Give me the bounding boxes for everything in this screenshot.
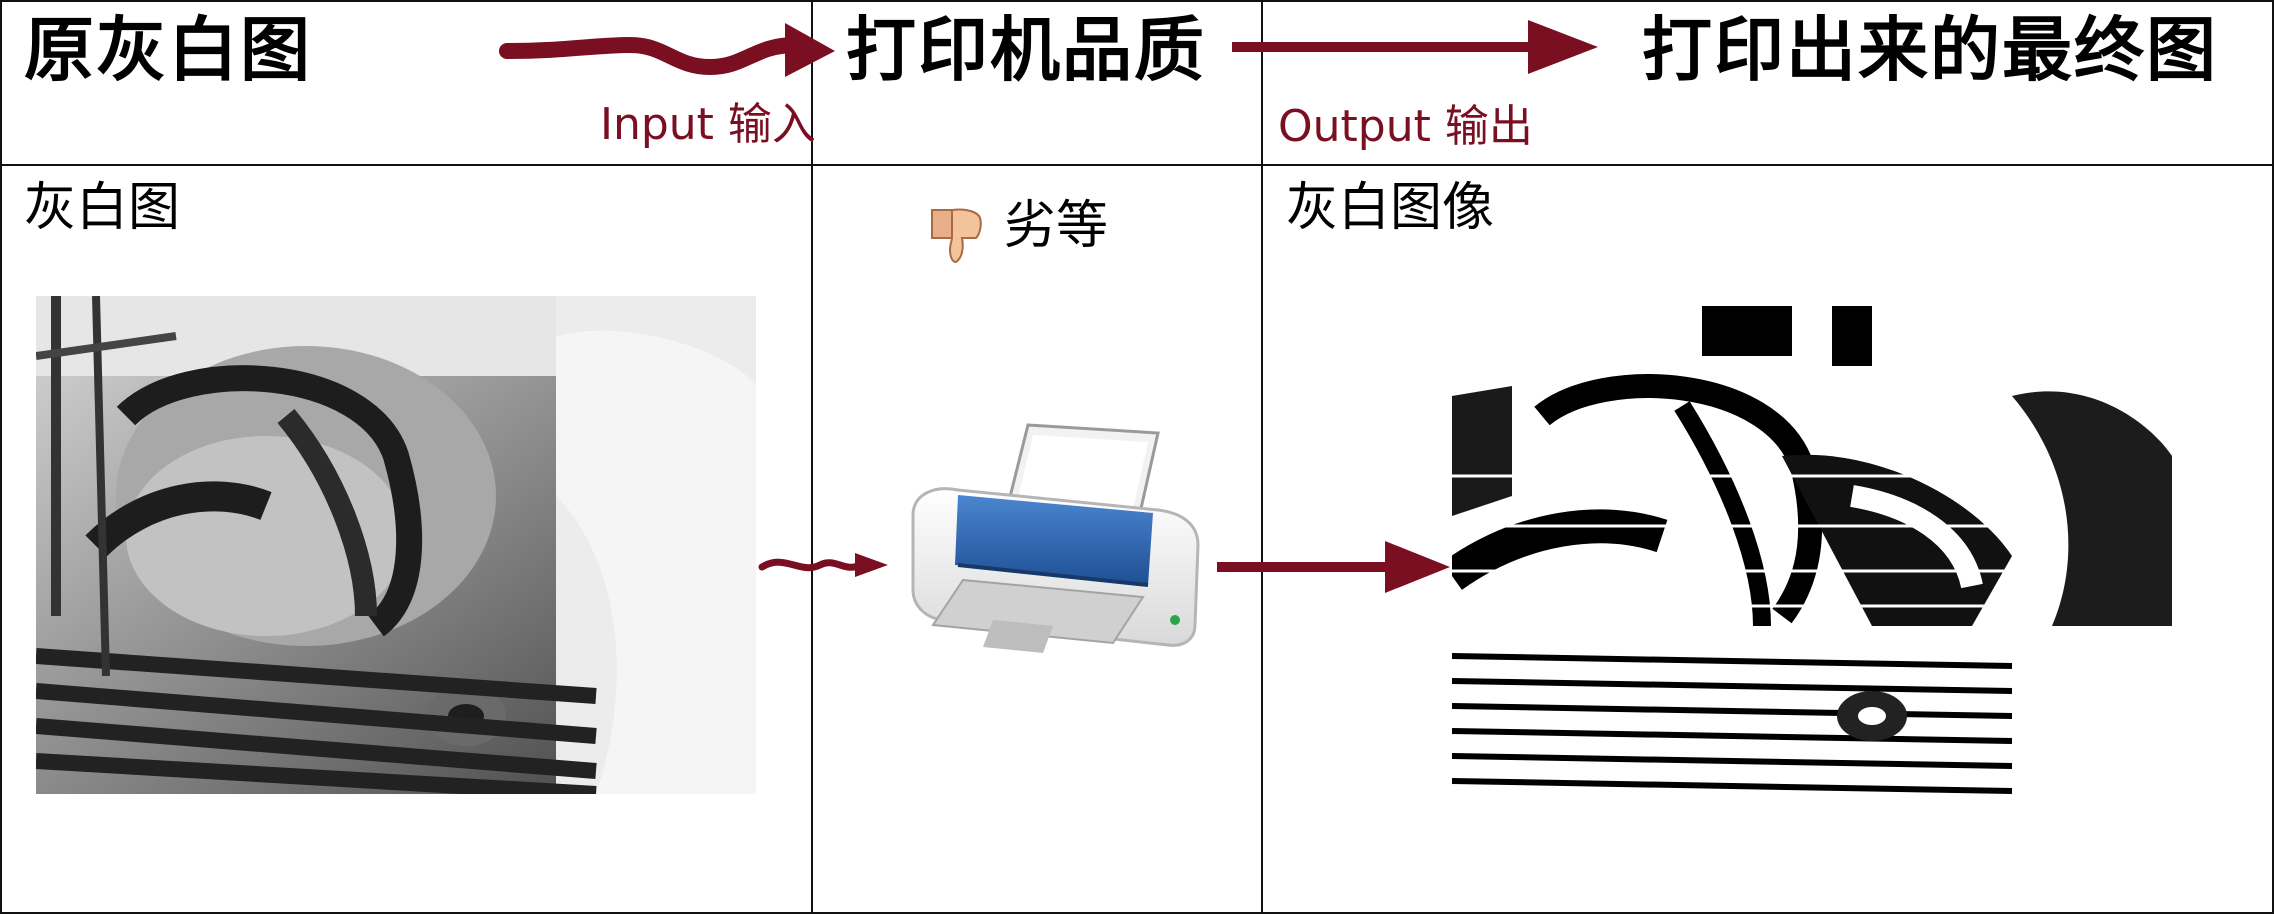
printer-icon bbox=[911, 423, 1200, 653]
input-arrow-wavy bbox=[499, 23, 835, 77]
grayscale-photo-art bbox=[36, 296, 756, 794]
printed-output-photo bbox=[1452, 296, 2172, 794]
border-right bbox=[2272, 0, 2274, 914]
grayscale-photo bbox=[36, 296, 756, 794]
right-panel-label: 灰白图像 bbox=[1286, 178, 1495, 238]
output-label: Output 输出 bbox=[1278, 101, 1533, 152]
middle-panel-label: 劣等 bbox=[1004, 196, 1109, 256]
printer-output-arrow bbox=[1217, 541, 1450, 593]
header-divider bbox=[0, 164, 2274, 166]
border-bottom bbox=[0, 912, 2274, 914]
left-panel-label: 灰白图 bbox=[24, 178, 181, 238]
column-divider-right bbox=[1261, 0, 1263, 914]
small-wavy-arrow bbox=[758, 553, 888, 577]
output-arrow bbox=[1232, 20, 1598, 74]
column-divider-left bbox=[811, 0, 813, 914]
printed-output-photo-art bbox=[1452, 296, 2172, 794]
title-original: 原灰白图 bbox=[24, 9, 312, 91]
border-left bbox=[0, 0, 2, 914]
title-final: 打印出来的最终图 bbox=[1642, 9, 2218, 91]
border-top bbox=[0, 0, 2274, 2]
thumbs-down-icon bbox=[931, 208, 982, 264]
input-label: Input 输入 bbox=[600, 99, 816, 150]
title-quality: 打印机品质 bbox=[846, 9, 1206, 91]
